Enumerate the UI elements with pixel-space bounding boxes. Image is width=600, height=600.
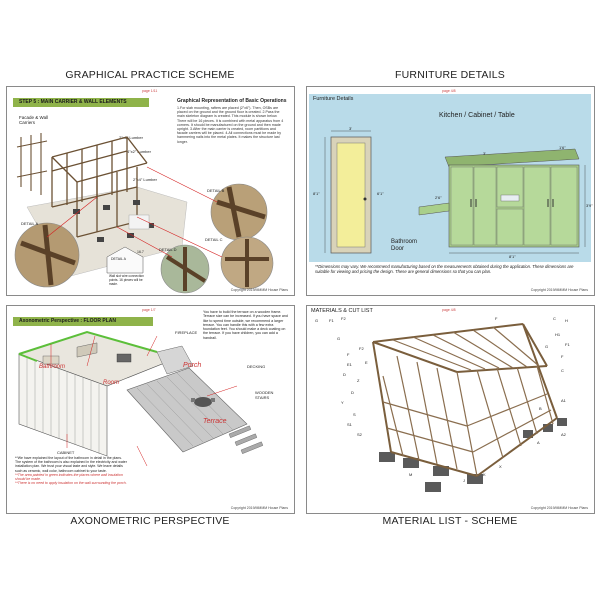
page-number: page 4/8 [442, 308, 456, 312]
subtitle: Graphical Representation of Basic Operat… [177, 98, 287, 104]
door-dim-panel: 6'1" [377, 191, 384, 196]
part-c-2: C [561, 368, 564, 373]
terrace-note: You have to build the terrace on a woode… [203, 310, 288, 340]
part-h: H [565, 318, 568, 323]
lumber-label-2: 4"x2" Lumber [127, 149, 151, 154]
room-porch: Porch [183, 362, 202, 369]
floor-plan-illustration [18, 330, 264, 467]
part-f1-2: F1 [565, 342, 570, 347]
label-wooden-stairs: WOODEN STAIRS [255, 390, 274, 400]
part-s1: S1 [347, 422, 352, 427]
note-insulation: **The area painted in green indicates th… [15, 472, 123, 482]
part-y: Y [341, 400, 344, 405]
panel-material-list: page 4/8 MATERIALS & CUT LIST [306, 305, 595, 514]
part-a: A [537, 440, 540, 445]
copyright: Copyright 2019/MMMM House Plans [530, 288, 588, 292]
step-title: STEP 5 : MAIN CARRIER & WALL ELEMENTS [13, 98, 149, 107]
caption-top-right: FURNITURE DETAILS [395, 69, 505, 81]
part-a2: A2 [561, 432, 566, 437]
part-j: J [463, 478, 465, 483]
part-z: Z [357, 378, 360, 383]
cut-list-title: MATERIALS & CUT LIST [311, 308, 373, 314]
page-number: page 1/7 [142, 308, 156, 312]
instructions: 1.For slab mounting, rafters are placed … [177, 106, 284, 144]
cut-list-illustration [372, 323, 567, 492]
part-h1: H1 [555, 332, 561, 337]
detail-b-label: DETAIL B [207, 188, 225, 193]
panel-graphical-practice: page 1/11 STEP 5 : MAIN CARRIER & WALL E… [6, 86, 295, 296]
cab-dim-2: 1'6" [559, 145, 566, 150]
lumber-label-1: 2"x6" Lumber [119, 135, 143, 140]
kitchen-title: Kitchen / Cabinet / Table [439, 112, 515, 119]
note-porch: **There is no need to apply insulation o… [15, 481, 127, 486]
part-f-2: F [561, 354, 564, 359]
wall-slot-note: Wall slot wire connection points. 16 pie… [109, 274, 144, 286]
room-room: Room [103, 380, 120, 386]
bathroom-door-label: Bathroom Door [391, 239, 418, 252]
part-f-1: F [495, 316, 498, 321]
part-e: E [365, 360, 368, 365]
cab-dim-width: 8'1" [509, 254, 516, 259]
page-number: page 4/8 [442, 89, 456, 93]
note-bathroom: **We have explained the layout of the ba… [15, 456, 127, 473]
part-s2: S2 [357, 432, 362, 437]
copyright: Copyright 2019/MMMM House Plans [230, 506, 288, 510]
part-e1: E1 [347, 362, 352, 367]
copyright: Copyright 2019/MMMM House Plans [230, 288, 288, 292]
floor-plan-title: Axonometric Perspective : FLOOR PLAN [13, 317, 153, 326]
part-f-3: F [347, 352, 350, 357]
label-cabinet: CABINET [57, 450, 75, 455]
frame-illustration [14, 133, 274, 294]
caption-bottom-left: AXONOMETRIC PERSPECTIVE [70, 515, 230, 527]
furniture-illustration [324, 130, 586, 254]
door-dim-height: 8'1" [313, 191, 320, 196]
part-g-2: G [337, 336, 341, 341]
part-f2-1: F2 [341, 316, 346, 321]
note-title: DETAIL A [111, 257, 126, 261]
page-number: page 1/11 [142, 89, 158, 93]
panel-furniture-details: page 4/8 Furniture Details Kitchen / Cab… [306, 86, 595, 296]
part-g-1: G [315, 318, 319, 323]
lumber-label-3: 2"x4" Lumber [133, 177, 157, 182]
detail-a-label: DETAIL A [21, 221, 39, 226]
panel-axonometric: page 1/7 Axonometric Perspective : FLOOR… [6, 305, 295, 514]
part-a1: A1 [561, 398, 566, 403]
caption-bottom-right: MATERIAL LIST - SCHEME [382, 515, 518, 527]
part-k: K [483, 472, 486, 477]
cab-dim-3: 2'6" [435, 195, 442, 200]
part-s: S [353, 412, 356, 417]
part-m: M [409, 472, 413, 477]
part-d-1: D [343, 372, 346, 377]
layout-notes: **We have explained the layout of the ba… [15, 456, 127, 485]
cab-dim-height: 3'9" [586, 203, 593, 208]
part-f1-1: F1 [329, 318, 334, 323]
part-x: X [499, 464, 502, 469]
label-decking: DECKING [247, 364, 266, 369]
copyright: Copyright 2019/MMMM House Plans [530, 506, 588, 510]
caption-top-left: GRAPHICAL PRACTICE SCHEME [65, 69, 235, 81]
label-fireplace: FIREPLACE [175, 330, 198, 335]
part-d-2: D [351, 390, 354, 395]
part-c-1: C [553, 316, 556, 321]
detail-d-label: DETAIL D [159, 247, 177, 252]
cab-dim-1: 3' [483, 151, 486, 156]
door-dim-width: 3' [349, 126, 352, 131]
room-terrace: Terrace [203, 418, 227, 425]
facade-label: Facade & Wall Carriers [19, 115, 49, 125]
detail-c-label: DETAIL C [205, 237, 223, 242]
furniture-title: Furniture Details [313, 96, 354, 102]
room-bathroom: Bathroom [39, 364, 66, 370]
dimension-note: **Dimensions may vary. We recommend manu… [315, 264, 574, 274]
part-b: B [539, 406, 542, 411]
part-f2-2: F2 [359, 346, 364, 351]
part-g-3: G [545, 344, 549, 349]
note-dimension: 16.7 [137, 250, 144, 254]
